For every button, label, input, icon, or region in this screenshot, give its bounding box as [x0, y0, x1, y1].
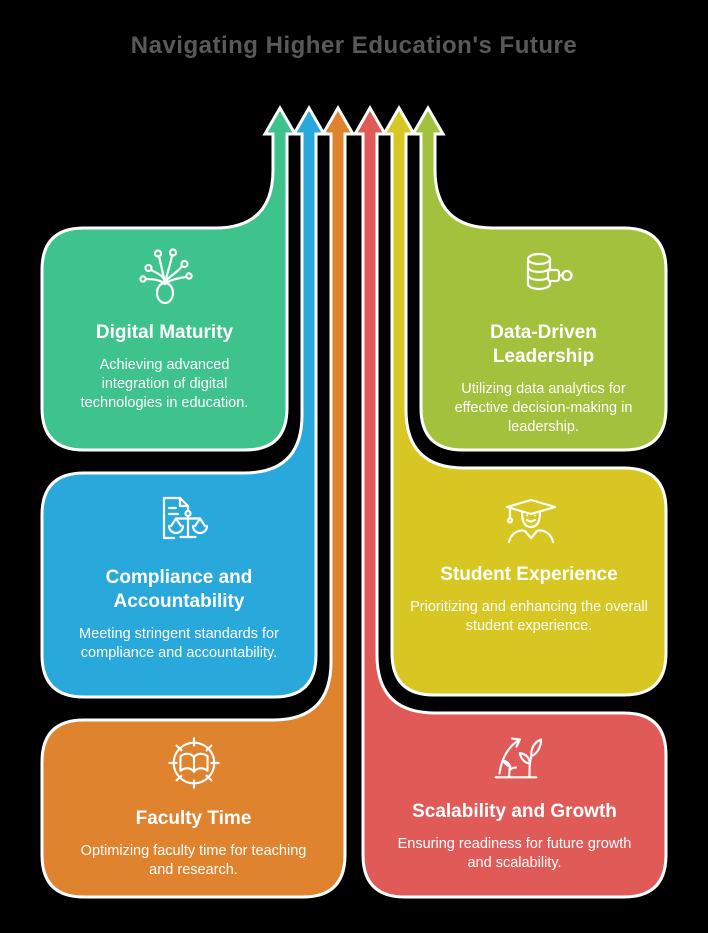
- card-description: Meeting stringent standards for complian…: [79, 625, 279, 661]
- card-title: Faculty Time: [135, 808, 252, 829]
- book-clock-icon: [165, 734, 223, 797]
- card-faculty-time: Faculty Time Optimizing faculty time for…: [42, 720, 345, 897]
- card-student-experience: Student Experience Prioritizing and enha…: [392, 468, 666, 695]
- card-title: Digital Maturity: [95, 322, 234, 343]
- card-description: Achieving advanced integration of digita…: [80, 356, 249, 411]
- card-compliance-accountability: Compliance and Accountability Meeting st…: [42, 473, 316, 697]
- card-description: Utilizing data analytics for effective d…: [454, 380, 633, 435]
- card-title: Data-Driven Leadership: [490, 322, 597, 367]
- scalability-card-shape: [352, 104, 668, 899]
- card-description: Ensuring readiness for future growth and…: [397, 835, 632, 871]
- card-digital-maturity: Digital Maturity Achieving advanced inte…: [42, 228, 287, 450]
- card-description: Prioritizing and enhancing the overall s…: [410, 598, 648, 634]
- faculty-time-card-shape: [40, 104, 356, 899]
- database-link-icon: [514, 246, 574, 311]
- card-scalability-growth: Scalability and Growth Ensuring readines…: [363, 713, 666, 897]
- growth-plant-arrow-icon: [486, 727, 544, 790]
- page-title: Navigating Higher Education's Future: [130, 32, 578, 59]
- digital-maturity-plant-icon: [135, 246, 195, 311]
- card-description: Optimizing faculty time for teaching and…: [80, 842, 307, 878]
- compliance-card-shape: [40, 104, 327, 699]
- card-data-driven-leadership: Data-Driven Leadership Utilizing data an…: [421, 228, 666, 450]
- card-title: Scalability and Growth: [412, 801, 617, 822]
- student-experience-card-shape: [381, 104, 668, 697]
- graduate-cap-icon: [499, 488, 559, 553]
- card-title: Student Experience: [440, 564, 618, 585]
- document-scales-icon: [149, 491, 209, 556]
- card-title: Compliance and Accountability: [105, 567, 253, 612]
